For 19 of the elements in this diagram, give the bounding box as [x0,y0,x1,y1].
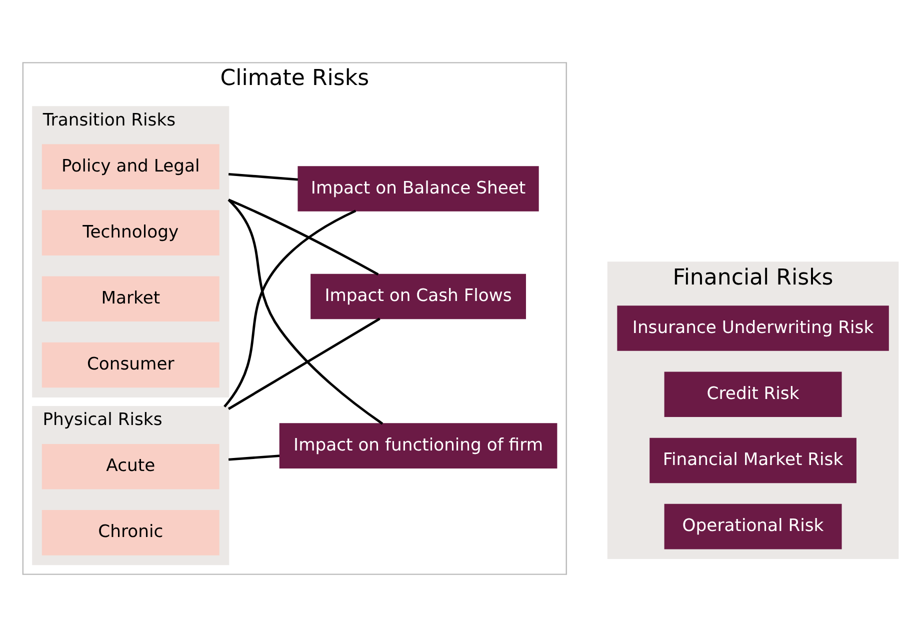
node-box: Policy and Legal [42,144,220,189]
connector [228,317,380,410]
node-box: Acute [42,443,220,489]
node-box: Consumer [42,342,220,388]
node-box: Impact on functioning of firm [279,422,558,468]
node-box: Insurance Underwriting Risk [617,305,889,350]
node-box: Financial Market Risk [650,437,856,483]
node-box: Operational Risk [664,503,842,549]
node-box: Impact on Cash Flows [310,273,526,319]
connector [228,454,280,460]
connector [224,209,356,407]
node-box: Chronic [42,510,220,555]
connector [228,198,379,275]
node-box: Credit Risk [664,371,842,417]
connector [228,172,298,180]
node-box: Technology [42,210,220,255]
node-box: Impact on Balance Sheet [298,166,539,211]
node-box: Market [42,276,220,322]
connector [228,198,384,424]
